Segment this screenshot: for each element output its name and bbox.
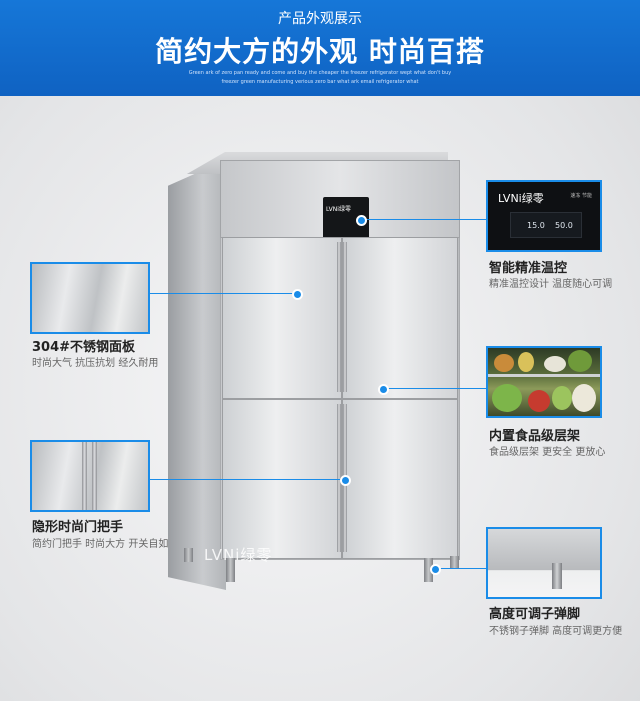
leg-back-left: [184, 548, 193, 562]
controller-logo: LVNi绿零: [498, 192, 544, 205]
steel-feature-title: 304#不锈钢面板: [32, 340, 136, 355]
door-bottom-right: [342, 399, 458, 559]
section-subtitle: 产品外观展示: [278, 11, 362, 27]
tagline-line-1: Green ark of zero pan ready and come and…: [188, 70, 452, 76]
feet-feature-desc: 不锈钢子弹脚 高度可调更方便: [489, 626, 623, 637]
temp-callout-line: [362, 219, 486, 220]
foot-detail: [552, 563, 562, 589]
steel-callout-line: [148, 293, 296, 294]
handle-detail-bar: [82, 442, 87, 510]
shelf-feature-title: 内置食品级层架: [489, 429, 581, 444]
food-item: [518, 352, 534, 372]
handle-top-right: [343, 242, 347, 392]
section-title: 简约大方的外观 时尚百搭: [155, 35, 485, 68]
door-top-right: [342, 237, 458, 399]
feet-detail-image: [486, 527, 602, 599]
food-item: [572, 384, 596, 412]
controller-detail-image: LVNi绿零 速冻 节能 15.0 50.0: [486, 180, 602, 252]
handle-detail-bar: [92, 442, 97, 510]
shelf-callout-dot: [378, 384, 389, 395]
feet-feature-title: 高度可调子弹脚: [489, 607, 581, 622]
steel-detail-image: [30, 262, 150, 334]
food-item: [552, 386, 572, 410]
shelf-feature-desc: 食品级层架 更安全 更放心: [489, 447, 606, 458]
food-item: [528, 390, 550, 412]
leg-front-right: [424, 558, 433, 582]
tagline-line-2: freezer green manufacturing verious zero…: [221, 79, 419, 85]
shelf-callout-line: [384, 388, 486, 389]
food-item: [544, 356, 566, 372]
handle-detail-image: [30, 440, 150, 512]
controller-reading-2: 50.0: [555, 221, 573, 230]
steel-callout-dot: [292, 289, 303, 300]
shelf-detail-image: [486, 346, 602, 418]
food-item: [568, 350, 592, 372]
header-banner: 产品外观展示 简约大方的外观 时尚百搭 Green ark of zero pa…: [0, 0, 640, 96]
controller-screen: 15.0 50.0: [510, 212, 582, 238]
feet-callout-line: [436, 568, 486, 569]
handle-callout-line: [148, 479, 344, 480]
handle-bottom-left: [337, 404, 341, 552]
shelf-bar: [488, 374, 600, 377]
temp-callout-dot: [356, 215, 367, 226]
controller-labels: 速冻 节能: [570, 193, 592, 199]
steel-feature-desc: 时尚大气 抗压抗划 经久耐用: [32, 358, 159, 369]
temp-feature-desc: 精准温控设计 温度随心可调: [489, 279, 613, 290]
leg-front-left: [226, 558, 235, 582]
fridge-display-logo: LVNi绿零: [326, 206, 351, 213]
food-item: [492, 384, 522, 412]
handle-callout-dot: [340, 475, 351, 486]
handle-feature-desc: 简约门把手 时尚大方 开关自如: [32, 539, 169, 550]
leg-back-right: [450, 556, 459, 568]
fridge-brand-logo: LVNi绿零: [204, 546, 273, 564]
handle-top-left: [337, 242, 341, 392]
handle-feature-title: 隐形时尚门把手: [32, 520, 124, 535]
door-top-left: [222, 237, 342, 399]
feet-callout-dot: [430, 564, 441, 575]
fridge-side-panel: [168, 160, 226, 590]
food-item: [494, 354, 514, 372]
controller-reading-1: 15.0: [527, 221, 545, 230]
temp-feature-title: 智能精准温控: [489, 261, 568, 276]
